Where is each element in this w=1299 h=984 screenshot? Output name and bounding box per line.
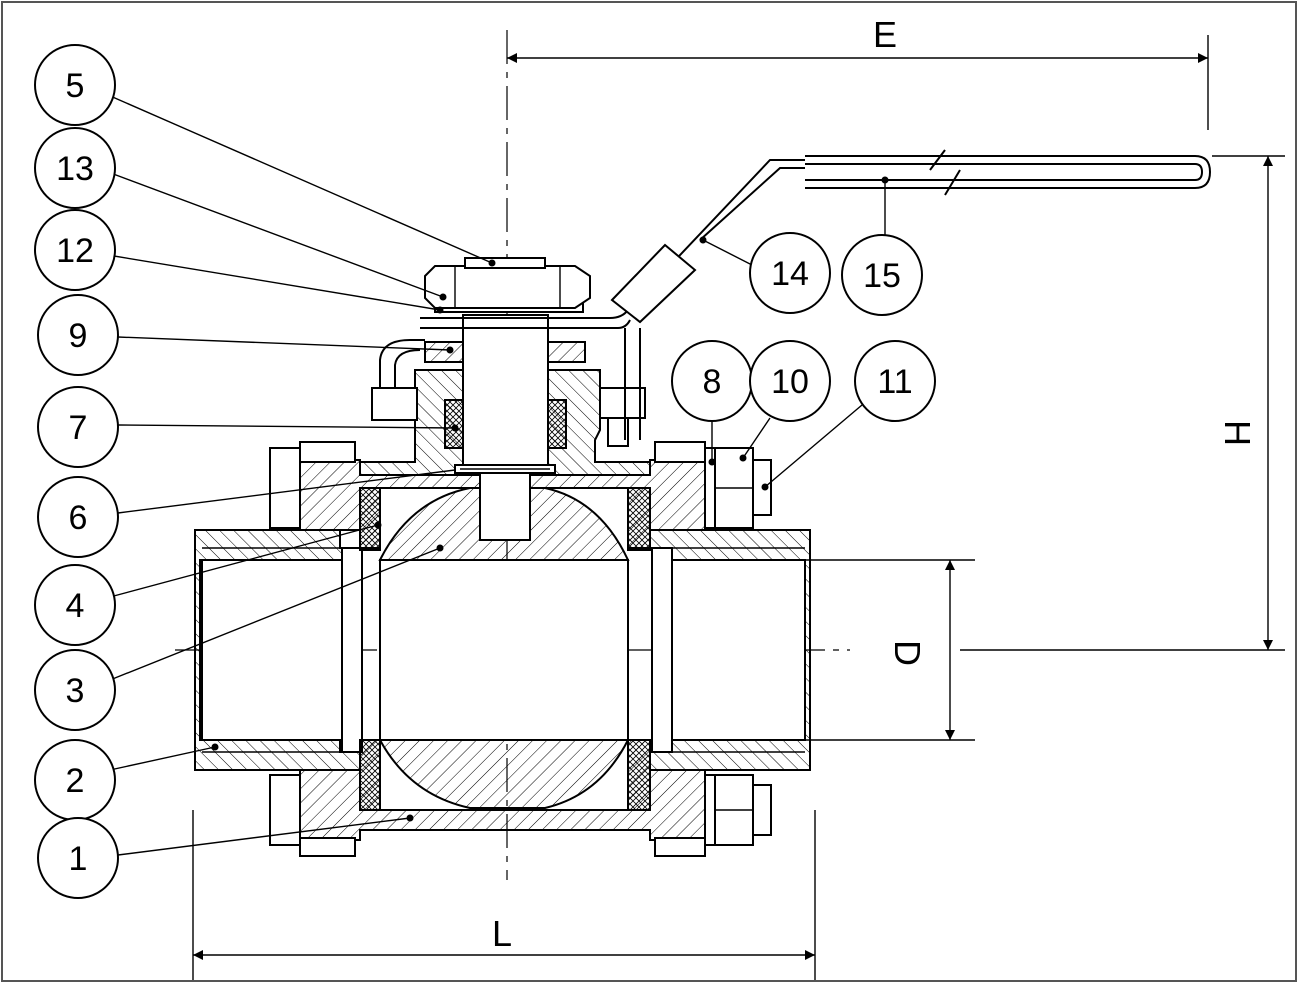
callout-6-label: 6	[69, 499, 88, 537]
callout-8-label: 8	[703, 363, 722, 401]
leaders	[107, 94, 886, 856]
callout-12: 12	[34, 209, 116, 291]
callout-9-label: 9	[69, 317, 88, 355]
dim-e-label: E	[873, 14, 897, 55]
dim-h-label: H	[1217, 420, 1258, 446]
stem-nut	[424, 257, 591, 313]
valve-body	[194, 459, 811, 841]
callout-2: 2	[34, 739, 116, 821]
callout-4: 4	[34, 564, 116, 646]
callout-15: 15	[841, 234, 923, 316]
leader-dots	[211, 176, 889, 822]
ball	[378, 487, 630, 809]
callout-11: 11	[854, 340, 936, 422]
callout-3-label: 3	[66, 672, 85, 710]
callout-12-label: 12	[56, 232, 94, 270]
callout-10: 10	[749, 340, 831, 422]
callout-15-label: 15	[863, 257, 901, 295]
callout-11-label: 11	[877, 363, 912, 401]
callout-10-label: 10	[771, 363, 809, 401]
dim-d-label: D	[887, 640, 928, 666]
callout-7-label: 7	[69, 409, 88, 447]
callout-7: 7	[37, 386, 119, 468]
callout-6: 6	[37, 476, 119, 558]
callout-14-label: 14	[771, 255, 809, 293]
dimensions: E H D L	[192, 14, 1285, 980]
callout-13-label: 13	[56, 150, 94, 188]
callout-4-label: 4	[66, 587, 85, 625]
stem-assembly	[359, 314, 651, 541]
callout-14: 14	[749, 232, 831, 314]
callout-5-label: 5	[66, 67, 85, 105]
callout-3: 3	[34, 649, 116, 731]
callout-2-label: 2	[66, 762, 85, 800]
callout-13: 13	[34, 127, 116, 209]
callout-9: 9	[37, 294, 119, 376]
dim-l-label: L	[492, 913, 512, 954]
seats	[359, 487, 651, 811]
callout-5: 5	[34, 44, 116, 126]
callout-1-label: 1	[69, 840, 88, 878]
callout-8: 8	[671, 340, 753, 422]
callout-1: 1	[37, 817, 119, 899]
handle	[379, 149, 1212, 440]
